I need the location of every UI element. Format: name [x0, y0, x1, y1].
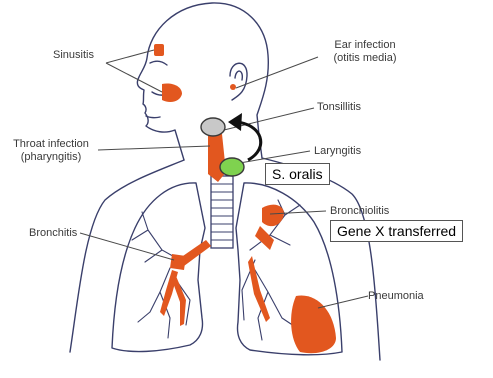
- ear: [230, 63, 247, 100]
- label-sinusitis: Sinusitis: [53, 49, 94, 62]
- sinusitis-leader-2: [106, 63, 162, 92]
- trachea-tube: [211, 176, 233, 248]
- label-throat-infection-line1: Throat infection: [4, 138, 98, 151]
- bronchitis-site: [170, 254, 186, 270]
- throat-leader: [98, 146, 210, 150]
- head-outline: [137, 3, 268, 160]
- maxillary-sinus: [162, 83, 182, 102]
- mouth: [146, 116, 160, 118]
- organism-end-marker: [220, 158, 244, 176]
- label-bronchiolitis: Bronchiolitis: [330, 205, 389, 218]
- frontal-sinus: [154, 44, 164, 56]
- ear-leader: [236, 57, 318, 88]
- trachea: [211, 176, 233, 248]
- left-lung: [112, 183, 205, 352]
- label-laryngitis: Laryngitis: [314, 145, 361, 158]
- label-ear-infection: Ear infection (otitis media): [318, 39, 412, 65]
- eye: [150, 61, 167, 65]
- ear-inner: [235, 71, 242, 80]
- callout-gene-transfer: Gene X transferred: [330, 220, 463, 242]
- label-pneumonia: Pneumonia: [368, 290, 424, 303]
- middle-ear: [230, 84, 236, 90]
- label-bronchitis: Bronchitis: [29, 227, 77, 240]
- label-tonsillitis: Tonsillitis: [317, 101, 361, 114]
- label-throat-infection: Throat infection (pharyngitis): [4, 138, 98, 164]
- label-throat-infection-line2: (pharyngitis): [4, 151, 98, 164]
- callout-organism: S. oralis: [265, 163, 330, 185]
- label-ear-infection-line2: (otitis media): [318, 52, 412, 65]
- pharynx: [208, 134, 226, 182]
- organism-start-marker: [201, 118, 225, 136]
- label-ear-infection-line1: Ear infection: [318, 39, 412, 52]
